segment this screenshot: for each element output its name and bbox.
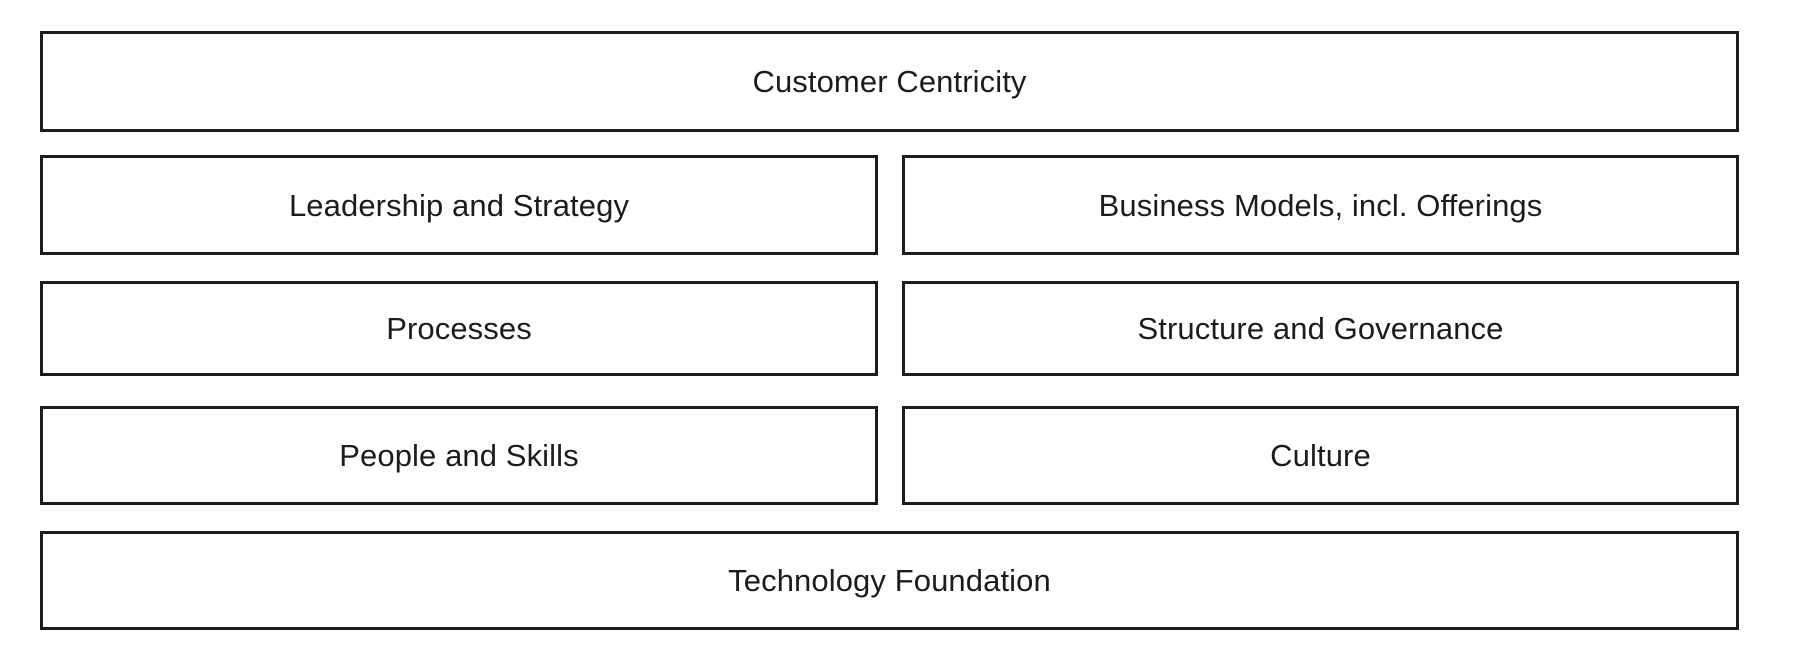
framework-box-label: Technology Foundation	[728, 563, 1051, 598]
framework-box-label: Culture	[1270, 438, 1371, 473]
framework-box-business-models: Business Models, incl. Offerings	[902, 155, 1739, 255]
framework-box-culture: Culture	[902, 406, 1739, 505]
framework-box-leadership-and-strategy: Leadership and Strategy	[40, 155, 878, 255]
framework-box-customer-centricity: Customer Centricity	[40, 31, 1739, 132]
framework-box-technology-foundation: Technology Foundation	[40, 531, 1739, 630]
framework-box-label: Business Models, incl. Offerings	[1098, 187, 1543, 223]
framework-box-processes: Processes	[40, 281, 878, 376]
framework-box-label: Leadership and Strategy	[288, 187, 630, 223]
framework-box-people-and-skills: People and Skills	[40, 406, 878, 505]
framework-box-label: Customer Centricity	[752, 64, 1027, 99]
framework-box-label: Processes	[386, 311, 532, 346]
framework-box-structure-and-governance: Structure and Governance	[902, 281, 1739, 376]
framework-box-label: Structure and Governance	[1137, 311, 1504, 346]
framework-box-label: People and Skills	[339, 438, 579, 473]
